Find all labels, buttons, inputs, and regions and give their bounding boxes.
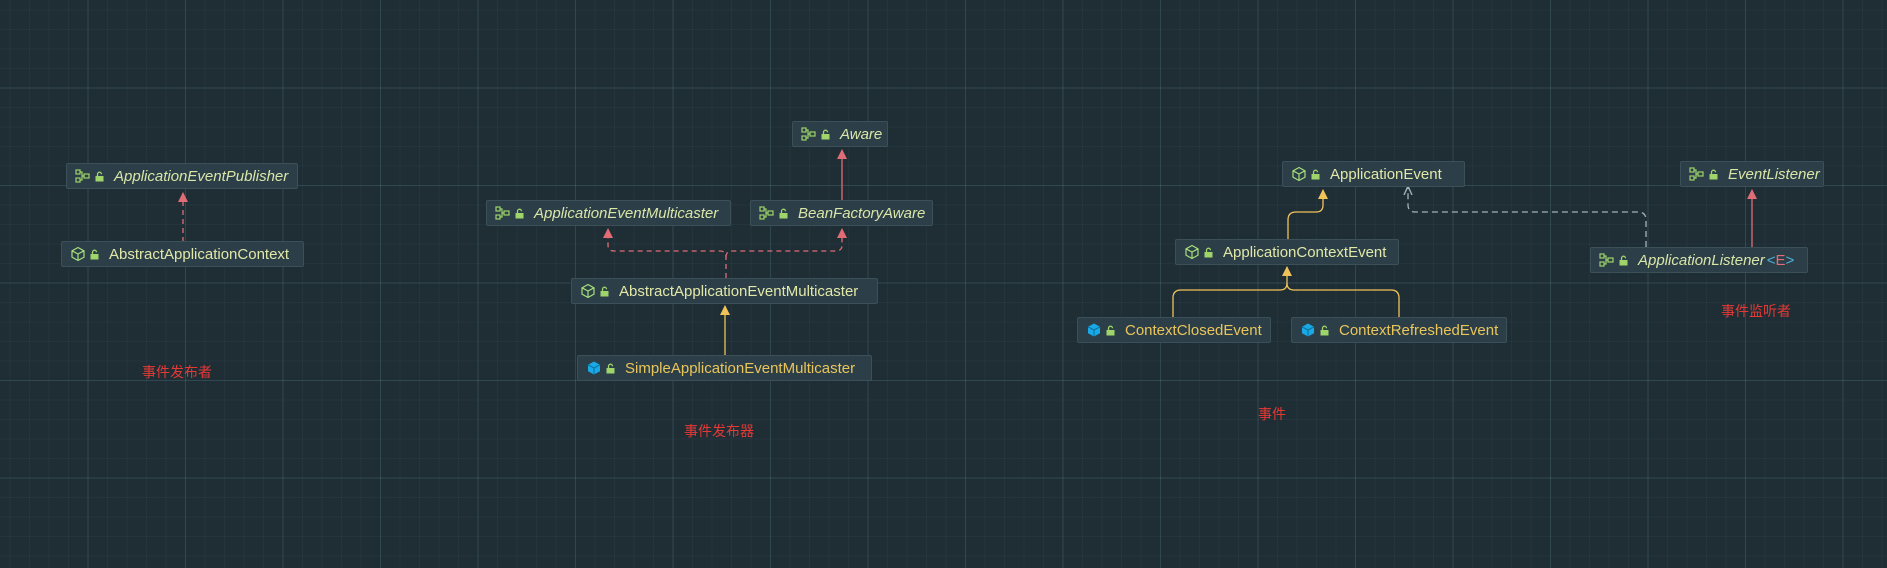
public-lock-icon [1709, 169, 1718, 179]
interface-icon [1689, 167, 1704, 181]
interface-icon [1599, 253, 1614, 267]
edge-abstract-multicaster-implements-beanfactoryaware [725, 228, 847, 258]
generic-close: > [1785, 251, 1795, 269]
node-application-listener[interactable]: ApplicationListener <E> [1590, 247, 1808, 273]
node-context-refreshed-event[interactable]: ContextRefreshedEvent [1291, 317, 1507, 343]
node-label: ApplicationEventMulticaster [534, 204, 719, 222]
node-event-listener[interactable]: EventListener [1680, 161, 1824, 187]
node-abstract-application-event-multicaster[interactable]: AbstractApplicationEventMulticaster [571, 278, 878, 304]
class-icon [1301, 323, 1315, 337]
public-lock-icon [1106, 325, 1115, 335]
edge-abstract-multicaster-implements-multicaster [603, 228, 727, 278]
generic-parameter: <E> [1767, 252, 1795, 269]
node-label: ApplicationEventPublisher [114, 167, 289, 185]
node-label: ApplicationContextEvent [1223, 243, 1387, 261]
node-bean-factory-aware[interactable]: BeanFactoryAware [750, 200, 933, 226]
abstract-class-icon [1292, 166, 1306, 182]
edge-closedevent-extends-contextevent [1172, 266, 1292, 317]
node-label: Aware [840, 125, 883, 143]
caption-listener: 事件监听者 [1721, 304, 1791, 320]
edge-listener-depends-on-event [1408, 186, 1647, 247]
node-abstract-application-context[interactable]: AbstractApplicationContext [61, 241, 304, 267]
node-label: EventListener [1728, 165, 1820, 183]
public-lock-icon [606, 363, 615, 373]
interface-icon [495, 206, 510, 220]
node-label: BeanFactoryAware [798, 204, 926, 222]
generic-open: < [1766, 251, 1776, 269]
abstract-class-icon [1185, 244, 1199, 260]
type-parameter: E [1775, 251, 1786, 269]
node-simple-application-event-multicaster[interactable]: SimpleApplicationEventMulticaster [577, 355, 872, 381]
node-application-event-publisher[interactable]: ApplicationEventPublisher [66, 163, 298, 189]
public-lock-icon [1204, 247, 1213, 257]
node-label: ApplicationListener [1638, 251, 1765, 269]
node-label: AbstractApplicationContext [109, 245, 290, 263]
public-lock-icon [779, 208, 788, 218]
node-aware[interactable]: Aware [792, 121, 888, 147]
class-icon [587, 361, 601, 375]
public-lock-icon [1320, 325, 1329, 335]
caption-publisher: 事件发布者 [142, 365, 212, 381]
interface-icon [75, 169, 90, 183]
node-application-event[interactable]: ApplicationEvent [1282, 161, 1465, 187]
edge-refreshedevent-extends-contextevent [1286, 282, 1400, 317]
interface-icon [801, 127, 816, 141]
caption-event: 事件 [1258, 407, 1286, 423]
edge-contextevent-extends-event [1287, 189, 1328, 239]
interface-icon [759, 206, 774, 220]
public-lock-icon [1619, 255, 1628, 265]
abstract-class-icon [71, 246, 85, 262]
public-lock-icon [600, 286, 609, 296]
node-application-event-multicaster[interactable]: ApplicationEventMulticaster [486, 200, 731, 226]
class-icon [1087, 323, 1101, 337]
public-lock-icon [1311, 169, 1320, 179]
node-label: ContextClosedEvent [1125, 321, 1262, 339]
node-label: SimpleApplicationEventMulticaster [625, 359, 856, 377]
node-label: ApplicationEvent [1330, 165, 1442, 183]
public-lock-icon [95, 171, 104, 181]
node-label: AbstractApplicationEventMulticaster [619, 282, 859, 300]
abstract-class-icon [581, 283, 595, 299]
public-lock-icon [515, 208, 524, 218]
public-lock-icon [821, 129, 830, 139]
node-label: ContextRefreshedEvent [1339, 321, 1499, 339]
public-lock-icon [90, 249, 99, 259]
caption-multicaster: 事件发布器 [684, 424, 754, 440]
node-context-closed-event[interactable]: ContextClosedEvent [1077, 317, 1271, 343]
node-application-context-event[interactable]: ApplicationContextEvent [1175, 239, 1399, 265]
